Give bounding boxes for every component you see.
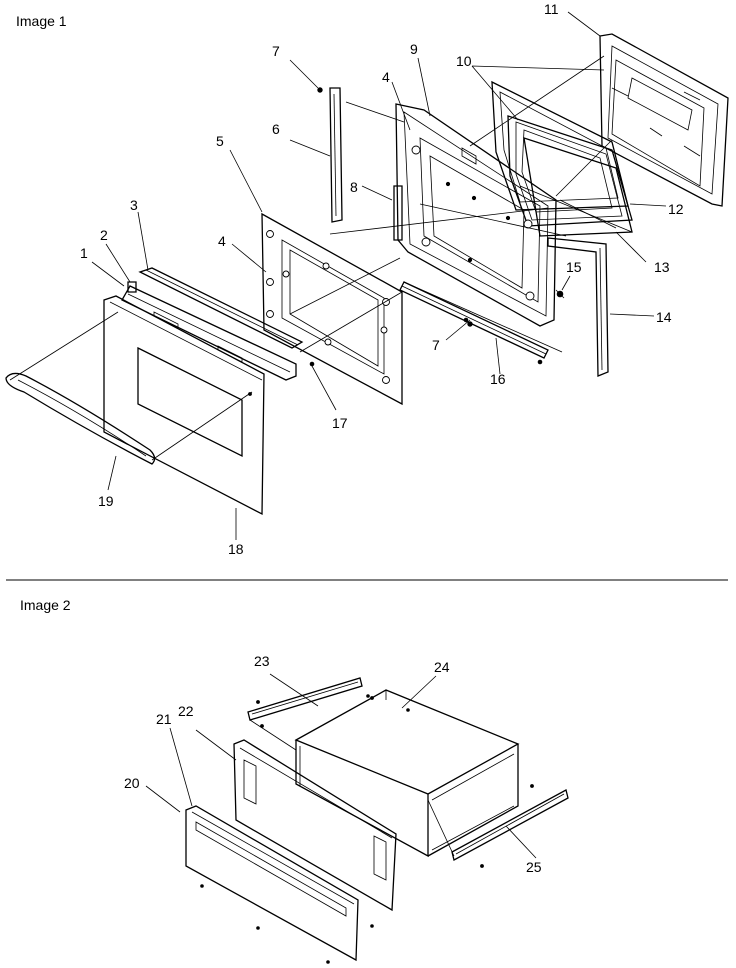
- callout-24: 24: [434, 659, 450, 675]
- callout-14: 14: [656, 309, 672, 325]
- callout-17: 17: [332, 415, 348, 431]
- part-6-side-strip: [329, 87, 343, 223]
- callout-13: 13: [654, 259, 670, 275]
- callout-18: 18: [228, 541, 244, 557]
- assembly-lines-image-1: [9, 55, 633, 461]
- part-2-clip: [127, 281, 137, 293]
- image-1-title: Image 1: [16, 13, 67, 29]
- part-21-outer-front: [185, 805, 374, 964]
- part-22-inner-front: [233, 739, 397, 912]
- callout-4: 4: [218, 233, 226, 249]
- part-5-door-liner: [261, 212, 403, 406]
- part-14-side-support: [547, 237, 609, 377]
- part-12-inner-glass: [507, 115, 633, 227]
- part-3-top-trim: [138, 267, 304, 349]
- part-19-handle: [5, 372, 156, 465]
- callout-10: 10: [456, 53, 472, 69]
- image-2-title: Image 2: [20, 597, 71, 613]
- callout-5: 5: [216, 133, 224, 149]
- callout-7: 7: [432, 337, 440, 353]
- part-9-inner-door-panel: [395, 103, 557, 327]
- part-16-bottom-channel: [399, 281, 549, 365]
- callout-leaders-image-2: [145, 673, 537, 859]
- callout-23: 23: [254, 653, 270, 669]
- callout-leaders-image-1: [91, 11, 667, 540]
- part-8-hinge: [393, 185, 403, 241]
- callouts-image-2: 20 21 22 23 24 25: [124, 653, 542, 875]
- part-24-drawer-body: [294, 689, 520, 858]
- callout-15: 15: [566, 259, 582, 275]
- callout-11: 11: [544, 1, 559, 17]
- callouts-image-1: 1 2 3 4 4 5 6 7 7 8 9 10 11 12 13 14 15 …: [80, 1, 684, 557]
- callout-3: 3: [130, 197, 138, 213]
- part-10-gasket: [491, 80, 629, 211]
- assembly-lines-image-2: [249, 719, 455, 857]
- callout-22: 22: [178, 703, 194, 719]
- callout-6: 6: [272, 121, 280, 137]
- callout-4: 4: [382, 69, 390, 85]
- callout-25: 25: [526, 859, 542, 875]
- callout-16: 16: [490, 371, 506, 387]
- callout-9: 9: [410, 41, 418, 57]
- part-7-screw-bottom: [467, 321, 473, 327]
- part-15-screw: [555, 289, 565, 299]
- callout-19: 19: [98, 493, 114, 509]
- callout-21: 21: [156, 711, 172, 727]
- part-25-right-slide: [451, 784, 569, 868]
- part-7-screw-top: [317, 87, 323, 93]
- part-18-outer-door: [103, 295, 265, 516]
- callout-12: 12: [668, 201, 684, 217]
- callout-1: 1: [80, 245, 88, 261]
- callout-20: 20: [124, 775, 140, 791]
- part-23-left-slide: [247, 677, 374, 728]
- callout-8: 8: [350, 179, 358, 195]
- callout-2: 2: [100, 227, 108, 243]
- callout-7: 7: [272, 43, 280, 59]
